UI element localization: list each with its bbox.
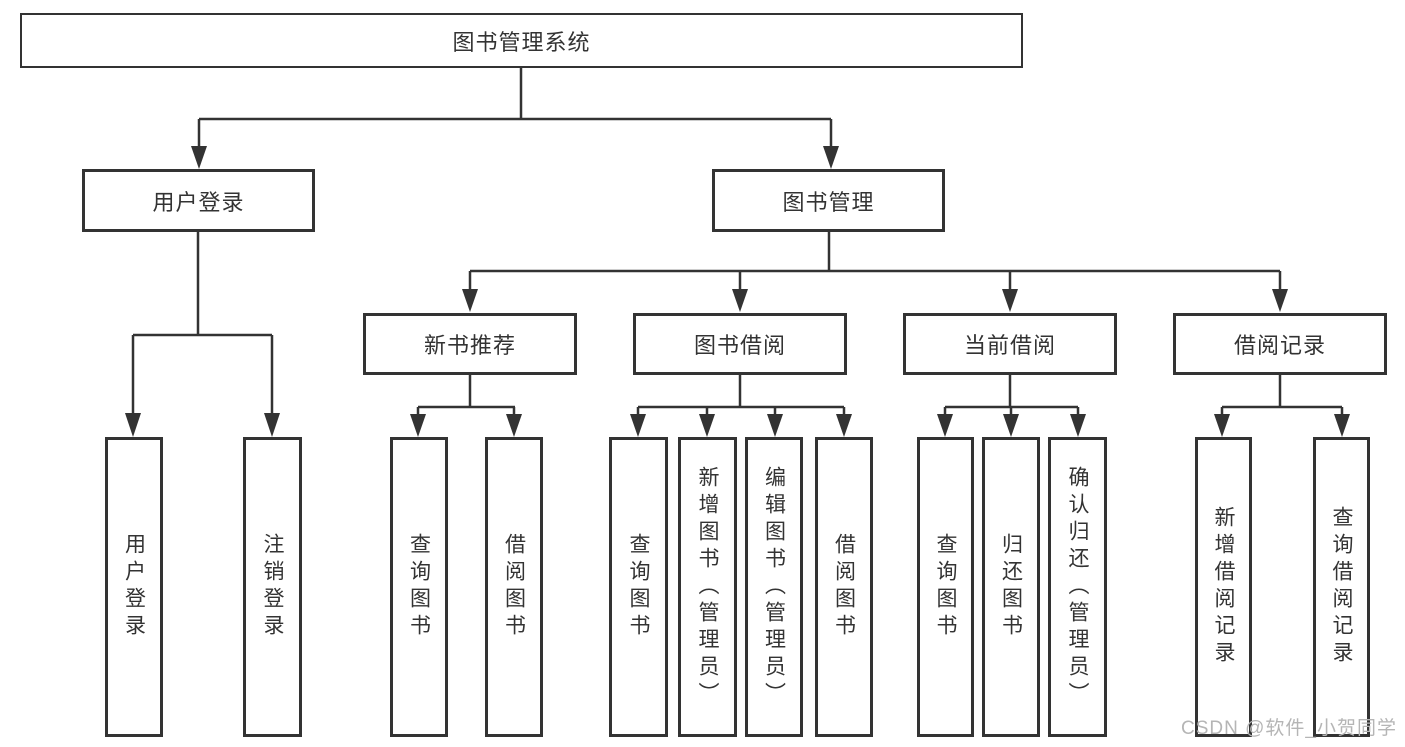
leaf-user-login-label: 用户登录 (122, 533, 146, 641)
node-current-borrow: 当前借阅 (903, 313, 1117, 375)
leaf-edit-book-admin-label: 编辑图书（管理员） (762, 465, 786, 709)
leaf-logout-label: 注销登录 (261, 533, 284, 641)
leaf-borrow-books: 借阅图书 (815, 437, 873, 737)
leaf-add-book-admin: 新增图书（管理员） (678, 437, 737, 737)
leaf-query-books-borrow-label: 查询图书 (627, 533, 650, 641)
leaf-query-books-current: 查询图书 (917, 437, 974, 737)
leaf-query-books-recommend: 查询图书 (390, 437, 448, 737)
node-current-borrow-label: 当前借阅 (963, 333, 1056, 358)
leaf-borrow-books-recommend: 借阅图书 (485, 437, 543, 737)
node-user-login: 用户登录 (82, 169, 315, 232)
node-user-login-label: 用户登录 (152, 189, 245, 215)
leaf-add-book-admin-label: 新增图书（管理员） (696, 465, 719, 709)
leaf-confirm-return-admin: 确认归还（管理员） (1048, 437, 1107, 737)
node-new-book-recommend-label: 新书推荐 (423, 333, 516, 358)
watermark: CSDN @软件_小贺同学 (1181, 718, 1397, 739)
leaf-edit-book-admin: 编辑图书（管理员） (745, 437, 803, 737)
leaf-query-books-current-label: 查询图书 (934, 533, 957, 641)
leaf-logout: 注销登录 (243, 437, 302, 737)
leaf-return-book-label: 归还图书 (999, 533, 1023, 641)
leaf-query-borrow-record: 查询借阅记录 (1313, 437, 1370, 737)
leaf-query-borrow-record-label: 查询借阅记录 (1330, 506, 1353, 668)
leaf-confirm-return-admin-label: 确认归还（管理员） (1066, 465, 1089, 709)
node-new-book-recommend: 新书推荐 (363, 313, 577, 375)
leaf-user-login: 用户登录 (105, 437, 163, 737)
leaf-return-book: 归还图书 (982, 437, 1040, 737)
leaf-add-borrow-record-label: 新增借阅记录 (1212, 506, 1235, 668)
leaf-query-books-recommend-label: 查询图书 (407, 533, 431, 641)
node-borrow-records: 借阅记录 (1173, 313, 1387, 375)
leaf-add-borrow-record: 新增借阅记录 (1195, 437, 1252, 737)
node-library-system-label: 图书管理系统 (452, 29, 591, 55)
node-library-system: 图书管理系统 (20, 13, 1023, 68)
leaf-borrow-books-recommend-label: 借阅图书 (502, 533, 526, 641)
node-book-borrow: 图书借阅 (633, 313, 847, 375)
leaf-query-books-borrow: 查询图书 (609, 437, 668, 737)
node-book-management: 图书管理 (712, 169, 945, 232)
node-borrow-records-label: 借阅记录 (1233, 333, 1326, 358)
leaf-borrow-books-label: 借阅图书 (832, 533, 856, 641)
node-book-management-label: 图书管理 (782, 189, 875, 215)
node-book-borrow-label: 图书借阅 (693, 333, 786, 358)
